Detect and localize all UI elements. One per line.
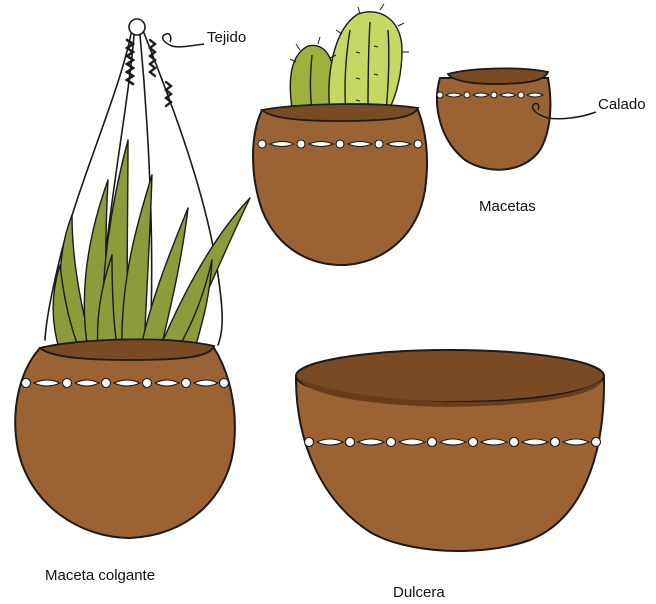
bowl-group bbox=[296, 350, 604, 551]
calado-label: Calado bbox=[598, 96, 646, 113]
cactus-pot-perforation-band bbox=[258, 140, 422, 148]
small-pot-rim bbox=[448, 68, 548, 84]
cactus-plants bbox=[290, 4, 409, 112]
tejido-label: Tejido bbox=[207, 29, 246, 46]
hanging-pot-group bbox=[15, 19, 250, 538]
tejido-callout-line bbox=[163, 34, 204, 47]
macetas-label: Macetas bbox=[479, 198, 536, 215]
maceta-colgante-label: Maceta colgante bbox=[45, 567, 155, 584]
hanging-pot-rim bbox=[40, 339, 214, 360]
cactus-pot-group bbox=[253, 4, 427, 265]
cactus-pot-body bbox=[253, 110, 427, 265]
dulcera-label: Dulcera bbox=[393, 584, 445, 601]
hanging-pot-body bbox=[15, 348, 235, 538]
small-pot-group bbox=[437, 68, 550, 169]
bowl-perforation-band bbox=[305, 438, 601, 447]
cactus-pot-rim bbox=[262, 104, 418, 121]
